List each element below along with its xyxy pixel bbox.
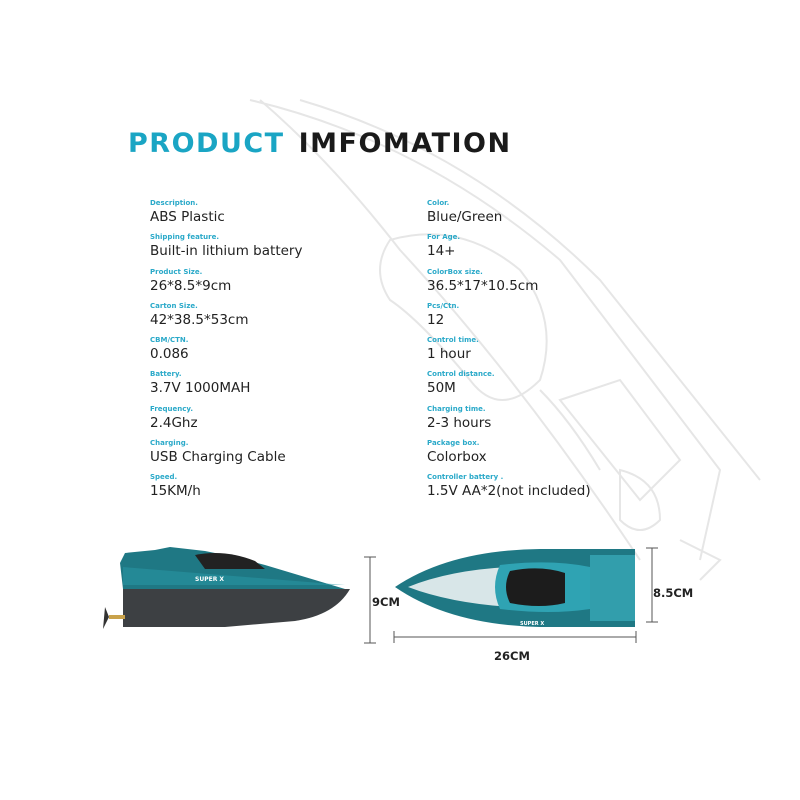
spec-label: Color.: [427, 199, 450, 207]
spec-value: 2-3 hours: [427, 414, 492, 431]
length-dimension-line: [393, 631, 637, 643]
spec-age: For Age.14+: [427, 233, 591, 267]
propeller-shaft: [109, 615, 125, 619]
spec-label: Frequency.: [150, 404, 193, 413]
spec-label: Charging.: [150, 439, 189, 448]
spec-label: CBM/CTN.: [150, 336, 189, 345]
spec-colorbox-size: ColorBox size.36.5*17*10.5cm: [427, 268, 591, 302]
spec-control-time: Control time.1 hour: [427, 336, 591, 370]
spec-label: For Age.: [427, 233, 461, 242]
height-dimension-line: [364, 556, 376, 644]
title-product: PRODUCT: [128, 128, 285, 159]
spec-control-distance: Control distance.50M: [427, 370, 591, 404]
spec-label: Product Size.: [150, 267, 203, 276]
spec-charging-time: Charging time.2-3 hours: [427, 405, 591, 439]
spec-value: Blue/Green: [427, 209, 503, 225]
right-spec-column: Color. Blue/Green For Age.14+ ColorBox si…: [427, 199, 591, 508]
spec-label: Description.: [150, 199, 198, 207]
spec-value: 42*38.5*53cm: [150, 311, 249, 328]
spec-label: Pcs/Ctn.: [427, 301, 460, 310]
spec-charging: Charging.USB Charging Cable: [150, 439, 302, 473]
height-label: 9CM: [372, 595, 400, 609]
spec-label: Control time.: [427, 336, 479, 345]
width-label: 8.5CM: [653, 586, 694, 600]
spec-label: Battery.: [150, 370, 182, 379]
spec-speed: Speed.15KM/h: [150, 473, 302, 507]
spec-value: 1.5V AA*2(not included): [427, 483, 591, 500]
spec-value: ABS Plastic: [150, 209, 225, 225]
spec-label: Carton Size.: [150, 301, 198, 310]
width-dimension-line: [646, 547, 658, 623]
spec-label: ColorBox size.: [427, 267, 483, 276]
spec-product-size: Product Size.26*8.5*9cm: [150, 268, 302, 302]
spec-value: Built-in lithium battery: [150, 243, 303, 260]
spec-value: Colorbox: [427, 449, 487, 466]
propeller-icon: [103, 607, 109, 629]
spec-label: Charging time.: [427, 404, 486, 413]
boat-brand-logo-top: SUPER X: [520, 621, 544, 627]
spec-label: Speed.: [150, 473, 178, 482]
spec-carton-size: Carton Size.42*38.5*53cm: [150, 302, 302, 336]
spec-label: Package box.: [427, 439, 480, 448]
spec-value: 0.086: [150, 346, 189, 363]
spec-value: 15KM/h: [150, 483, 201, 500]
title-information: IMFOMATION: [298, 128, 512, 159]
spec-value: 26*8.5*9cm: [150, 277, 232, 294]
spec-shipping-feature: Shipping feature.Built-in lithium batter…: [150, 233, 302, 267]
boat-side-view: SUPER X: [103, 547, 350, 629]
page-title: PRODUCT IMFOMATION: [128, 128, 512, 159]
boat-brand-logo: SUPER X: [195, 576, 224, 583]
spec-value: 3.7V 1000MAH: [150, 380, 251, 397]
spec-color: Color. Blue/Green: [427, 199, 591, 233]
spec-package-box: Package box.Colorbox: [427, 439, 591, 473]
left-spec-column: Description. ABS Plastic Shipping feature…: [150, 199, 302, 508]
spec-value: 14+: [427, 243, 456, 260]
spec-label: Controller battery .: [427, 473, 504, 482]
spec-value: USB Charging Cable: [150, 449, 286, 466]
spec-description: Description. ABS Plastic: [150, 199, 302, 233]
spec-label: Control distance.: [427, 370, 495, 379]
spec-value: 50M: [427, 380, 456, 397]
spec-value: 12: [427, 311, 445, 328]
spec-value: 36.5*17*10.5cm: [427, 277, 539, 294]
boat-top-view: SUPER X: [395, 549, 635, 627]
spec-cbm-ctn: CBM/CTN.0.086: [150, 336, 302, 370]
spec-battery: Battery.3.7V 1000MAH: [150, 370, 302, 404]
spec-frequency: Frequency.2.4Ghz: [150, 405, 302, 439]
spec-controller-battery: Controller battery .1.5V AA*2(not includ…: [427, 473, 591, 507]
spec-value: 1 hour: [427, 346, 471, 363]
spec-pcs-ctn: Pcs/Ctn.12: [427, 302, 591, 336]
length-label: 26CM: [494, 649, 530, 663]
spec-label: Shipping feature.: [150, 233, 219, 242]
spec-value: 2.4Ghz: [150, 414, 198, 431]
